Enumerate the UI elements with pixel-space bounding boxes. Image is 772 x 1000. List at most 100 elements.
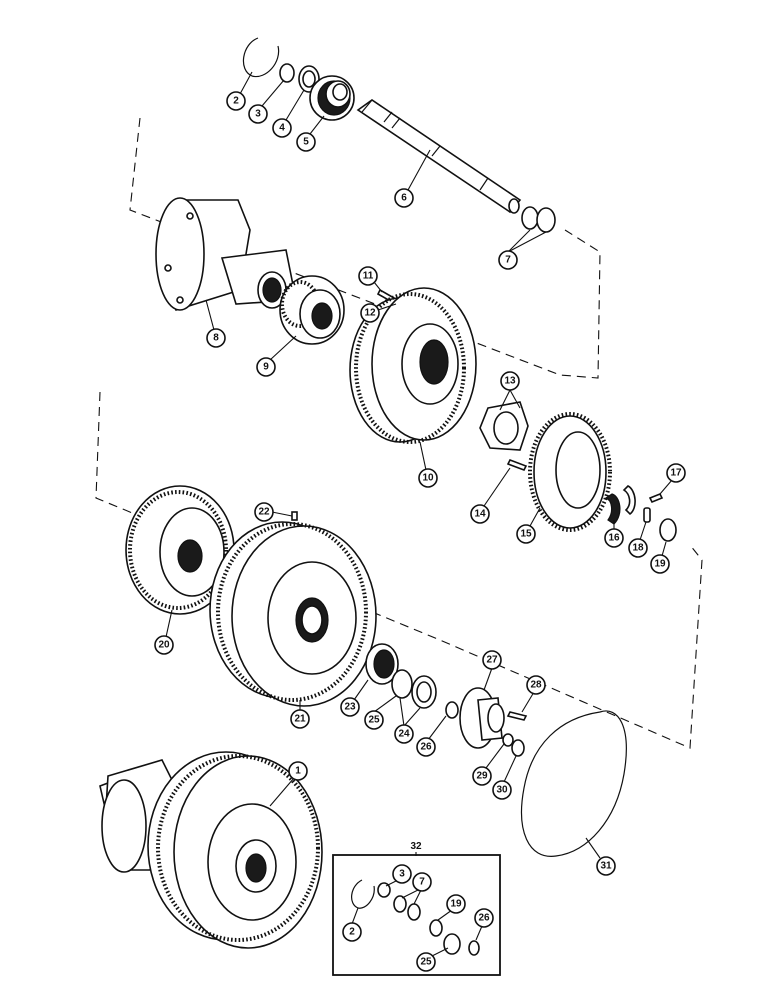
ring-part-26 xyxy=(445,701,459,719)
svg-text:6: 6 xyxy=(401,193,407,204)
kit-callout-26: 26 xyxy=(474,908,494,941)
ring-part-24 xyxy=(411,675,437,709)
svg-text:26: 26 xyxy=(420,742,432,753)
callout-22: 22 xyxy=(254,502,293,522)
svg-text:21: 21 xyxy=(294,714,306,725)
callout-8: 8 xyxy=(205,299,226,348)
callout-21: 21 xyxy=(290,700,310,729)
svg-text:3: 3 xyxy=(399,869,405,880)
svg-text:15: 15 xyxy=(520,529,532,540)
svg-text:19: 19 xyxy=(450,899,462,910)
callout-12: 12 xyxy=(360,303,397,323)
svg-text:18: 18 xyxy=(632,543,644,554)
svg-text:4: 4 xyxy=(279,123,285,134)
svg-text:19: 19 xyxy=(654,559,666,570)
callout-15: 15 xyxy=(516,507,541,544)
bolt-part-3 xyxy=(506,711,528,721)
shaft-part xyxy=(356,99,522,214)
svg-text:24: 24 xyxy=(398,729,410,740)
flange-hub-part xyxy=(459,687,505,749)
callout-10: 10 xyxy=(418,441,438,488)
ring-part-25 xyxy=(391,669,413,699)
callout-5: 5 xyxy=(296,115,325,152)
callout-28: 28 xyxy=(521,675,546,713)
callout-3: 3 xyxy=(248,79,285,124)
svg-text:20: 20 xyxy=(158,640,170,651)
svg-text:7: 7 xyxy=(419,877,425,888)
callout-6: 6 xyxy=(394,149,431,208)
housing-part xyxy=(155,197,297,311)
callout-7: 7 xyxy=(498,229,547,270)
bearing-part-2 xyxy=(365,643,399,685)
svg-text:14: 14 xyxy=(474,509,486,520)
group-outline-upper xyxy=(129,117,601,379)
svg-text:5: 5 xyxy=(303,137,309,148)
callout-14: 14 xyxy=(470,467,511,524)
kit-callout-3: 3 xyxy=(385,864,412,887)
svg-text:16: 16 xyxy=(608,533,620,544)
callout-31: 31 xyxy=(585,837,616,876)
svg-text:26: 26 xyxy=(478,913,490,924)
svg-text:23: 23 xyxy=(344,702,356,713)
ring-gear-part xyxy=(528,412,612,532)
svg-text:7: 7 xyxy=(505,255,511,266)
callout-9: 9 xyxy=(256,335,297,377)
svg-text:30: 30 xyxy=(496,785,508,796)
svg-text:8: 8 xyxy=(213,333,219,344)
bolt-part-2 xyxy=(506,458,528,472)
snap-ring-part xyxy=(242,37,280,78)
callout-20: 20 xyxy=(154,609,174,655)
svg-text:13: 13 xyxy=(504,376,516,387)
clutch-plate-part xyxy=(125,485,235,615)
retainer-plate-part xyxy=(479,401,529,451)
small-snap-ring-part xyxy=(279,63,295,83)
svg-text:27: 27 xyxy=(486,655,498,666)
svg-text:29: 29 xyxy=(476,771,488,782)
ring-part-30 xyxy=(511,739,525,757)
bearing-part xyxy=(309,75,355,121)
svg-text:22: 22 xyxy=(258,507,270,518)
svg-text:17: 17 xyxy=(670,468,682,479)
ring-part-29 xyxy=(502,733,514,747)
svg-text:9: 9 xyxy=(263,362,269,373)
svg-text:28: 28 xyxy=(530,680,542,691)
pin-part xyxy=(648,492,664,504)
callout-25: 25 xyxy=(364,695,397,730)
svg-text:31: 31 xyxy=(600,861,612,872)
callout-1: 1 xyxy=(269,761,308,807)
callout-13: 13 xyxy=(499,371,521,411)
svg-text:2: 2 xyxy=(233,96,239,107)
callout-23: 23 xyxy=(340,679,369,717)
svg-text:1: 1 xyxy=(295,766,301,777)
kit-callout-2: 2 xyxy=(342,907,362,942)
gear-hub-part xyxy=(279,275,345,345)
svg-text:2: 2 xyxy=(349,927,355,938)
svg-text:25: 25 xyxy=(368,715,380,726)
screw-part xyxy=(291,511,298,521)
kit-callout-19: 19 xyxy=(437,894,466,921)
clutch-drum-part xyxy=(349,287,477,444)
svg-text:25: 25 xyxy=(420,957,432,968)
o-ring-part xyxy=(520,710,627,857)
seal-rings-part xyxy=(521,206,556,233)
flywheel-part xyxy=(209,521,377,707)
svg-text:10: 10 xyxy=(422,473,434,484)
kit-title: 32 xyxy=(410,841,422,852)
callout-19: 19 xyxy=(650,541,670,574)
callout-4: 4 xyxy=(272,89,305,138)
callout-16: 16 xyxy=(604,520,624,548)
callout-2: 2 xyxy=(226,71,253,111)
callout-18: 18 xyxy=(628,521,648,558)
svg-text:3: 3 xyxy=(255,109,261,120)
kit-callout-7: 7 xyxy=(401,872,432,905)
dowel-part xyxy=(643,507,651,523)
svg-text:11: 11 xyxy=(363,271,374,282)
callout-29: 29 xyxy=(472,743,505,786)
ring-part-19 xyxy=(659,518,677,542)
converter-assembly-part xyxy=(99,751,323,949)
callout-24: 24 xyxy=(394,697,421,744)
callout-27: 27 xyxy=(482,650,502,691)
callout-11: 11 xyxy=(358,266,383,293)
kit-callout-25: 25 xyxy=(416,947,449,972)
